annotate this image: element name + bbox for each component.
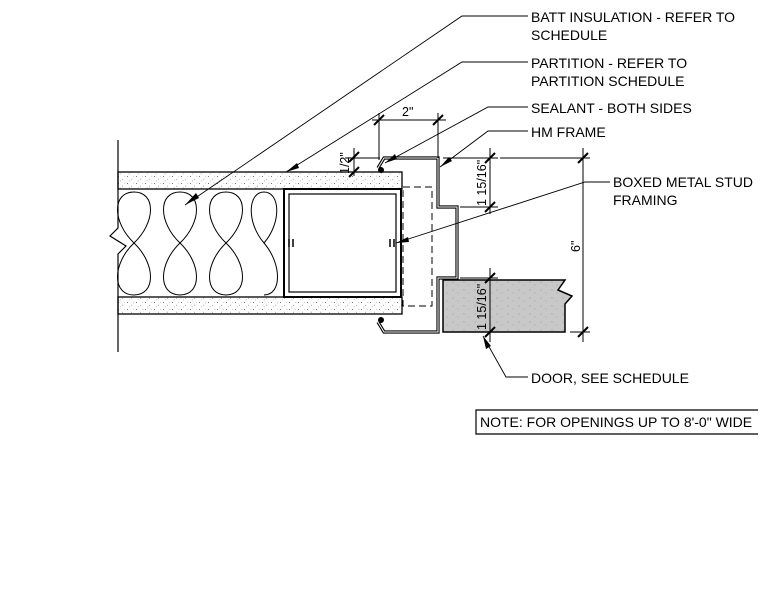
callout-sealant: SEALANT - BOTH SIDES: [531, 100, 692, 116]
dimension-stop-upper-label: 1 15/16": [475, 160, 489, 206]
callout-partition: PARTITION - REFER TO PARTITION SCHEDULE: [531, 55, 691, 89]
callout-boxed-stud: BOXED METAL STUD FRAMING: [613, 174, 757, 208]
door-leaf: [442, 279, 574, 333]
dimension-2in: [372, 113, 446, 160]
sealant-bottom: [378, 317, 384, 323]
dimension-2in-label: 2": [402, 105, 413, 119]
callout-hm-frame: HM FRAME: [531, 124, 606, 140]
gypsum-board-top: [117, 171, 403, 190]
leader-arrows: [185, 154, 491, 349]
gypsum-board-bottom: [117, 296, 403, 315]
dimension-6in-label: 6": [569, 241, 583, 252]
sealant-top: [378, 167, 384, 173]
callout-door: DOOR, SEE SCHEDULE: [531, 370, 689, 386]
dimension-reveal: [345, 148, 380, 178]
callout-batt-insulation: BATT INSULATION - REFER TO SCHEDULE: [531, 9, 739, 43]
leader-lines: [184, 15, 610, 378]
hidden-stud-outline: [402, 186, 433, 307]
note-text: NOTE: FOR OPENINGS UP TO 8'-0" WIDE: [480, 414, 752, 430]
note-box: NOTE: FOR OPENINGS UP TO 8'-0" WIDE: [475, 409, 758, 435]
batt-insulation: [117, 191, 278, 296]
boxed-metal-stud: [283, 188, 402, 298]
dimension-stop-lower-label: 1 15/16": [475, 284, 489, 330]
dimension-reveal-label: 1/2": [338, 152, 352, 174]
dimension-6in: [500, 148, 590, 342]
